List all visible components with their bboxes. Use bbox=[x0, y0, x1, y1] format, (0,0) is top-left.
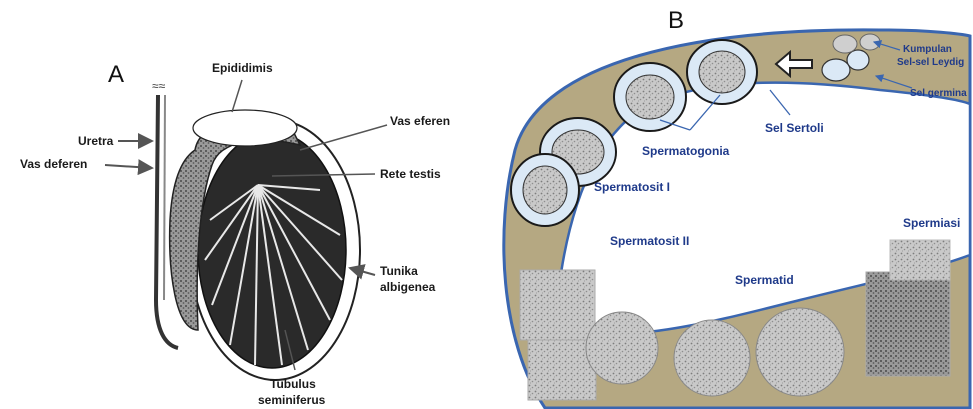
label-albigenea: albigenea bbox=[380, 280, 436, 294]
label-tubulus: Tubulus bbox=[270, 377, 316, 391]
label-spermatosit-i: Spermatosit I bbox=[594, 180, 670, 194]
panel-b: B bbox=[504, 7, 970, 408]
label-spermatogonia: Spermatogonia bbox=[642, 144, 730, 158]
label-epididimis: Epididimis bbox=[212, 61, 273, 75]
label-spermatosit-ii: Spermatosit II bbox=[610, 234, 689, 248]
epididimis-head bbox=[193, 110, 297, 146]
panel-a-letter: A bbox=[108, 61, 124, 88]
uretra-tube bbox=[164, 95, 165, 300]
label-vas-deferen: Vas deferen bbox=[20, 157, 87, 171]
label-uretra: Uretra bbox=[78, 134, 114, 148]
label-sel-germina: Sel germina bbox=[910, 88, 967, 99]
label-kumpulan: Kumpulan bbox=[903, 44, 952, 55]
label-seminiferus: seminiferus bbox=[258, 393, 326, 407]
spermiasi-cell bbox=[866, 272, 950, 376]
label-sel-sertoli: Sel Sertoli bbox=[765, 121, 824, 135]
testis-lobules bbox=[198, 132, 346, 368]
label-vas-eferen: Vas eferen bbox=[390, 114, 450, 128]
label-spermatid: Spermatid bbox=[735, 273, 794, 287]
panel-a: A ≈≈ Uretr bbox=[20, 61, 450, 407]
label-tunika: Tunika bbox=[380, 264, 418, 278]
label-sel-sel-leydig: Sel-sel Leydig bbox=[897, 57, 964, 68]
tube-ends-icon: ≈≈ bbox=[152, 79, 166, 93]
label-rete-testis: Rete testis bbox=[380, 167, 441, 181]
panel-b-letter: B bbox=[668, 7, 684, 34]
label-spermiasi: Spermiasi bbox=[903, 216, 960, 230]
